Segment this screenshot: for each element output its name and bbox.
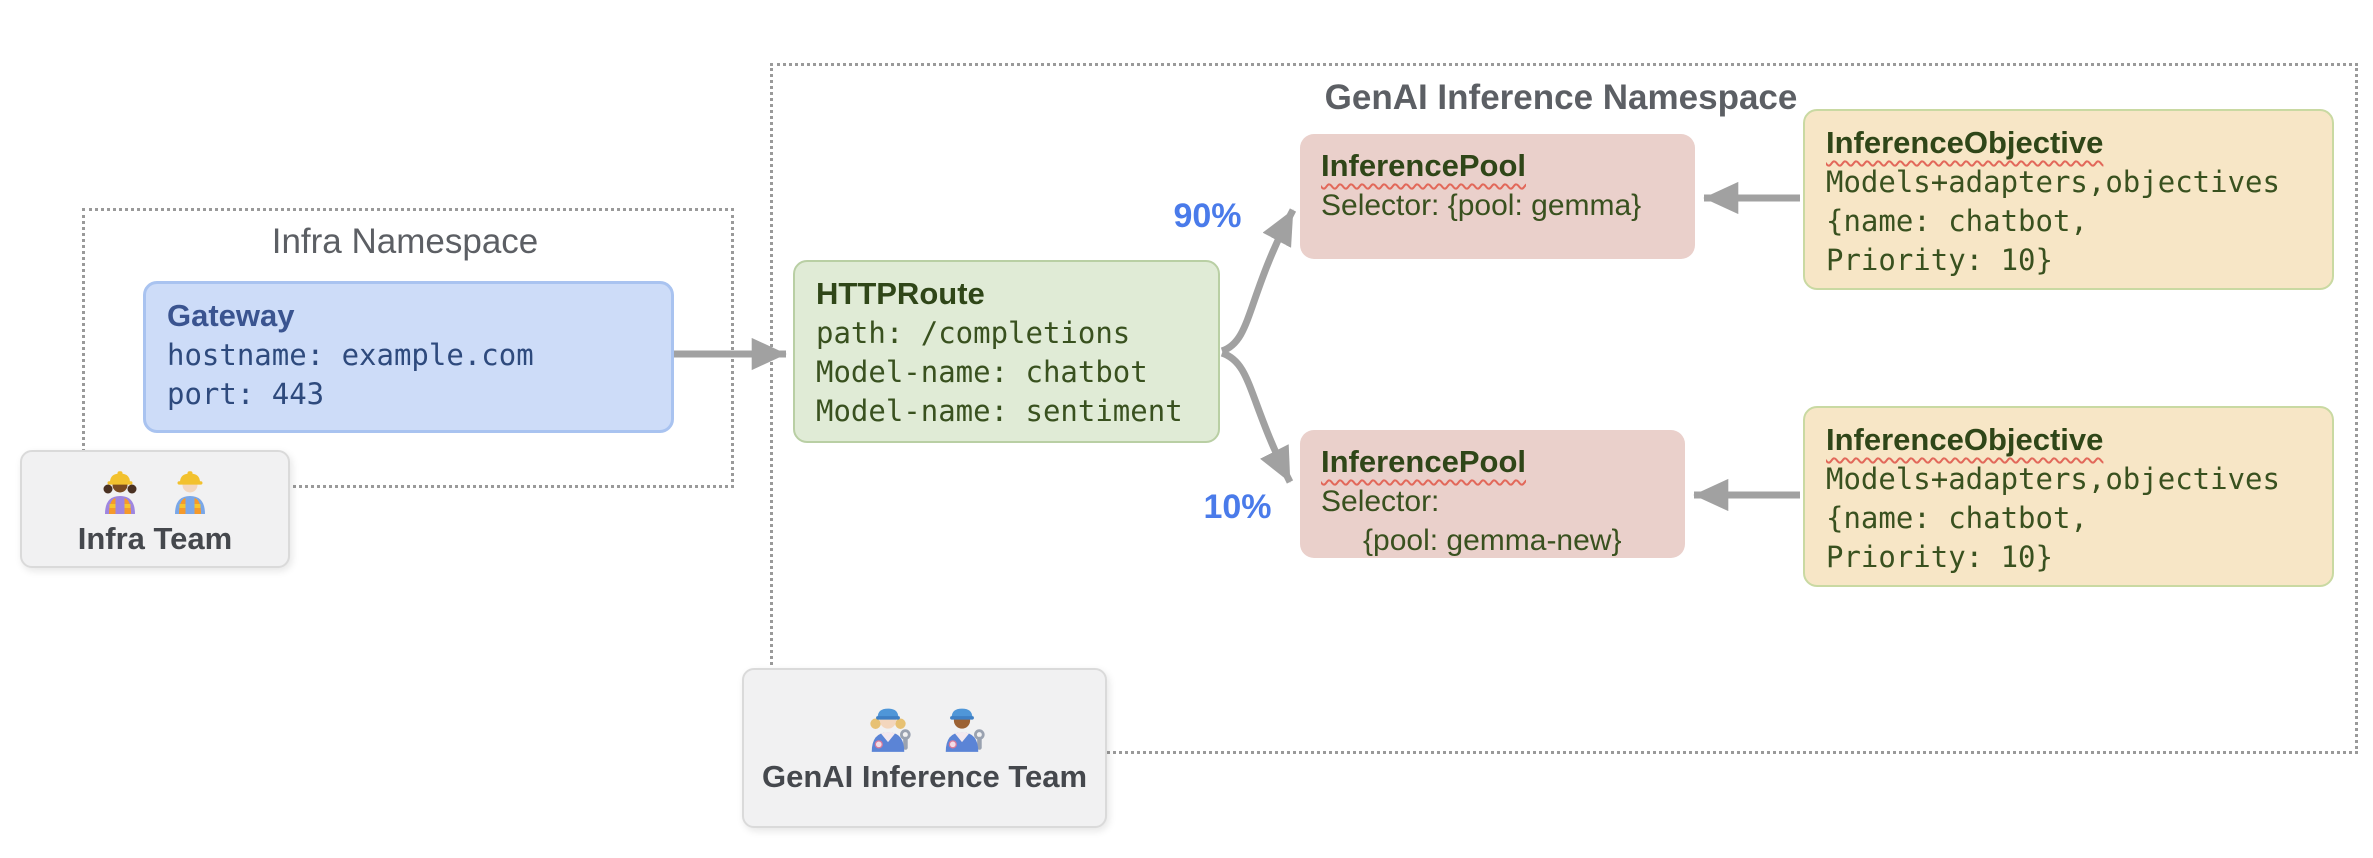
httproute-box: HTTPRoute path: /completions Model-name:…: [793, 260, 1220, 443]
inference-objective-2-name-line: {name: chatbot,: [1826, 501, 2088, 535]
gateway-port-line: port: 443: [167, 377, 325, 411]
genai-team-label: GenAI Inference Team: [761, 759, 1088, 794]
inference-objective-1-title: InferenceObjective: [1826, 125, 2104, 160]
inference-pool-2-selector-line: Selector:: [1321, 485, 1440, 518]
httproute-model-chatbot-line: Model-name: chatbot: [816, 355, 1148, 389]
man-construction-worker-icon: [175, 471, 205, 514]
man-mechanic-icon: [945, 708, 985, 752]
inference-objective-1-priority-line: Priority: 10}: [1826, 243, 2053, 277]
inference-pool-2-selector-value-line: {pool: gemma-new}: [1363, 524, 1622, 557]
inference-pool-2-title: InferencePool: [1321, 444, 1526, 479]
woman-construction-worker-icon: [103, 471, 137, 514]
httproute-model-sentiment-line: Model-name: sentiment: [816, 394, 1183, 428]
httproute-path-line: path: /completions: [816, 316, 1131, 350]
httproute-title: HTTPRoute: [816, 276, 985, 311]
gateway-title: Gateway: [167, 298, 295, 333]
genai-namespace-box: [770, 63, 2358, 754]
genai-team-icons: [862, 701, 988, 753]
inference-pool-1-box: InferencePool Selector: {pool: gemma}: [1300, 134, 1695, 259]
infra-team-label: Infra Team: [77, 521, 233, 556]
inference-pool-1-selector-line: Selector: {pool: gemma}: [1321, 189, 1642, 222]
infra-team-card: Infra Team: [20, 450, 290, 568]
infra-namespace-label: Infra Namespace: [271, 222, 539, 261]
inference-objective-2-title: InferenceObjective: [1826, 422, 2104, 457]
inference-objective-1-name-line: {name: chatbot,: [1826, 204, 2088, 238]
genai-namespace-label: GenAI Inference Namespace: [1324, 78, 1798, 117]
inference-objective-2-priority-line: Priority: 10}: [1826, 540, 2053, 574]
inference-objective-2-box: InferenceObjective Models+adapters,objec…: [1803, 406, 2334, 587]
gateway-hostname-line: hostname: example.com: [167, 338, 534, 372]
woman-mechanic-icon: [869, 708, 911, 752]
inference-pool-1-title: InferencePool: [1321, 148, 1526, 183]
inference-objective-1-models-line: Models+adapters,objectives: [1826, 165, 2280, 199]
inference-objective-2-models-line: Models+adapters,objectives: [1826, 462, 2280, 496]
genai-team-card: GenAI Inference Team: [742, 668, 1107, 828]
weight-10-label: 10%: [1203, 488, 1272, 526]
infra-namespace-box: [82, 208, 734, 488]
gateway-box: Gateway hostname: example.com port: 443: [143, 281, 674, 433]
inference-objective-1-box: InferenceObjective Models+adapters,objec…: [1803, 109, 2334, 290]
weight-90-label: 90%: [1173, 197, 1242, 235]
infra-team-icons: [96, 467, 214, 515]
inference-pool-2-box: InferencePool Selector: {pool: gemma-new…: [1300, 430, 1685, 558]
